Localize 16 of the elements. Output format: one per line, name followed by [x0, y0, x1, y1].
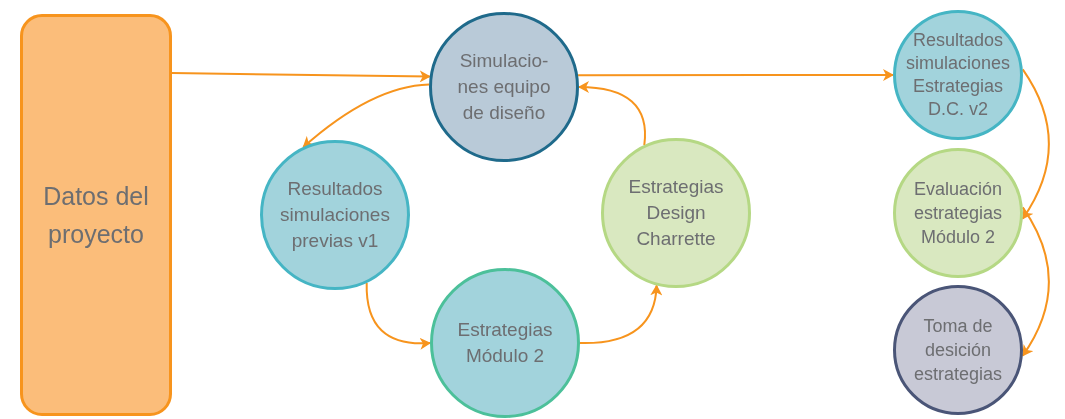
node-label: Resultados simulaciones Estrategias D.C. v2 [904, 29, 1011, 121]
arrow [578, 81, 647, 147]
arrow [577, 69, 894, 81]
arrow [1021, 206, 1050, 357]
arrow [302, 83, 431, 149]
arrow [171, 70, 431, 83]
node-label: Datos del proyecto [42, 181, 150, 250]
node-label: Estrategias Módulo 2 [456, 318, 554, 368]
input-box [20, 14, 172, 416]
node-label: Simulacio- nes equipo de diseño [456, 49, 552, 125]
arrow [365, 281, 431, 350]
node-label: Evaluación estrategias Módulo 2 [912, 178, 1004, 249]
node-label: Estrategias Design Charrette [627, 175, 725, 251]
arrow [1021, 68, 1050, 220]
node-label: Resultados simulaciones previas v1 [279, 177, 391, 253]
node-label: Toma de desición estrategias [912, 315, 1004, 386]
